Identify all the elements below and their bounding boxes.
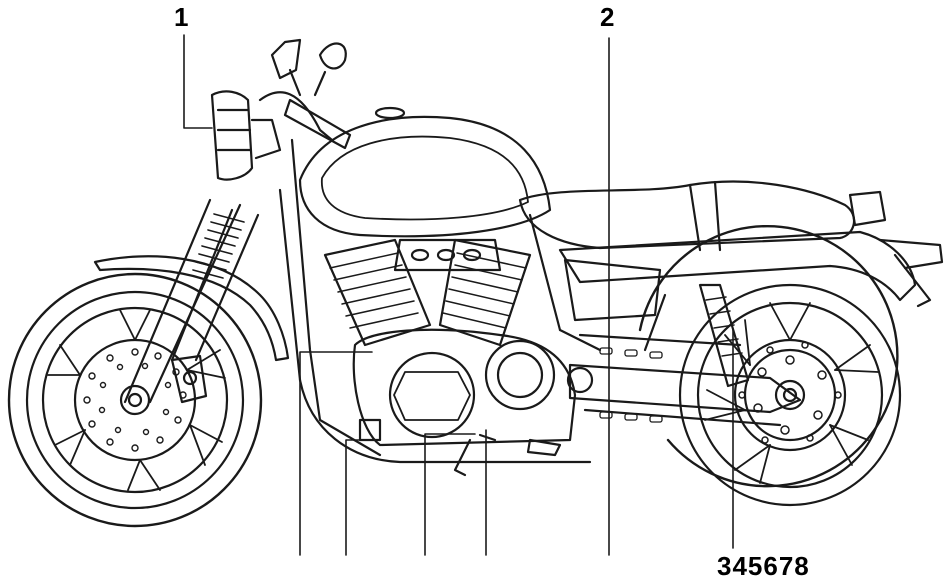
- seat: [518, 180, 856, 252]
- frame: [278, 138, 602, 464]
- callout-label-1: 1: [174, 2, 189, 32]
- rear-shock: [643, 283, 750, 388]
- rear-wheel: [638, 224, 902, 507]
- front-fork: [123, 198, 260, 404]
- swingarm: [566, 333, 802, 427]
- callout-label-2: 2: [600, 2, 615, 32]
- sidestand: [453, 433, 562, 477]
- headlight-and-handlebar: [210, 38, 352, 181]
- callout-leaders: [183, 34, 734, 556]
- engine: [323, 238, 577, 447]
- fuel-tank: [298, 106, 552, 238]
- front-wheel: [7, 272, 263, 528]
- callout-label-group: 345678: [717, 551, 810, 581]
- rear-fender: [558, 190, 944, 308]
- side-panel: [563, 258, 662, 322]
